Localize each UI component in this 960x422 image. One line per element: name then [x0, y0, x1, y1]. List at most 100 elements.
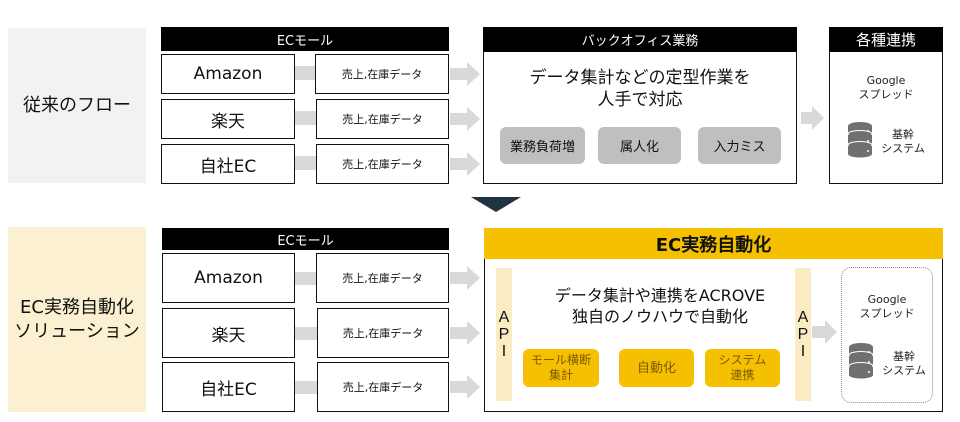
- sales-inventory-data-box: 売上,在庫データ: [316, 144, 449, 184]
- mall-name: 自社EC: [200, 379, 257, 400]
- mall-box-own-ec: 自社EC: [162, 362, 295, 412]
- issue-label: 属人化: [619, 140, 659, 155]
- feature-label-line: 自動化: [636, 360, 676, 376]
- mall-name: 自社EC: [199, 156, 257, 177]
- api-letter: I: [800, 343, 806, 360]
- issue-label: 入力ミス: [713, 140, 766, 155]
- api-letter: I: [501, 343, 507, 360]
- ec-automation-panel: EC実務自動化 A P I データ集計や連携をACROVE 独自のノウハウで自動…: [484, 228, 943, 412]
- database-icon: [847, 122, 873, 158]
- label-line: ソリューション: [14, 320, 140, 342]
- mall-name: 楽天: [211, 111, 245, 132]
- right-arrow-icon: [812, 320, 838, 344]
- sales-inventory-data-box: 売上,在庫データ: [316, 253, 449, 303]
- backoffice-panel: バックオフィス業務 データ集計などの定型作業を 人手で対応 業務負荷増 属人化 …: [483, 27, 797, 184]
- label-line: システム: [882, 364, 926, 377]
- ec-mall-header-text: ECモール: [277, 233, 334, 249]
- label-line: スプレッド: [859, 307, 915, 320]
- mall-name: Amazon: [194, 268, 263, 288]
- automation-description: データ集計や連携をACROVE 独自のノウハウで自動化: [515, 285, 805, 327]
- api-letter: P: [797, 326, 809, 343]
- mall-name: Amazon: [193, 64, 263, 84]
- api-letter: P: [498, 326, 510, 343]
- label-line: 基幹: [893, 350, 915, 363]
- connector-bar: [295, 111, 316, 125]
- sales-inventory-data-box: 売上,在庫データ: [317, 308, 449, 358]
- description-line: 独自のノウハウで自動化: [571, 307, 748, 326]
- issue-chip-input-error: 入力ミス: [698, 127, 781, 164]
- feature-chip-cross-mall-aggregation: モール横断 集計: [523, 349, 599, 387]
- connector-bar: [295, 66, 315, 80]
- issue-chip-dependency: 属人化: [598, 127, 681, 164]
- ec-mall-header-bottom: ECモール: [162, 228, 449, 250]
- right-arrow-icon: [450, 62, 480, 86]
- right-arrow-icon: [450, 152, 480, 176]
- label-line: Google: [866, 74, 906, 87]
- ec-automation-solution-label-panel: EC実務自動化 ソリューション: [8, 227, 146, 412]
- mall-box-rakuten: 楽天: [162, 308, 295, 358]
- database-icon: [848, 343, 874, 379]
- chevron-down-triangle-icon: [471, 197, 521, 212]
- feature-chip-automation: 自動化: [619, 349, 694, 387]
- integration-targets-box: Google スプレッド 基幹 システム: [841, 267, 933, 403]
- right-arrow-icon: [450, 107, 480, 131]
- right-arrow-icon: [450, 375, 480, 399]
- right-arrow-icon: [450, 321, 480, 345]
- api-bar-left: A P I: [496, 268, 512, 401]
- traditional-flow-label: 従来のフロー: [23, 94, 131, 116]
- connector-bar: [295, 381, 317, 394]
- integrations-panel: 各種連携 Google スプレッド 基幹 システム: [829, 27, 943, 184]
- sales-inventory-data-box: 売上,在庫データ: [316, 99, 449, 139]
- google-spreadsheet-label: Google スプレッド: [830, 74, 942, 102]
- core-system-label: 基幹 システム: [876, 128, 930, 156]
- api-bar-right: A P I: [795, 268, 811, 401]
- mall-box-own-ec: 自社EC: [161, 144, 295, 184]
- label-line: スプレッド: [858, 88, 914, 101]
- ec-automation-header: EC実務自動化: [484, 228, 943, 259]
- description-line: データ集計などの定型作業を: [529, 68, 751, 88]
- data-label: 売上,在庫データ: [342, 158, 423, 171]
- traditional-flow-label-panel: 従来のフロー: [8, 28, 146, 183]
- data-label: 売上,在庫データ: [342, 327, 424, 340]
- ec-automation-solution-label: EC実務自動化 ソリューション: [14, 296, 140, 344]
- api-letter: A: [498, 309, 510, 326]
- feature-label-line: 集計: [548, 368, 573, 382]
- connector-bar: [295, 156, 316, 170]
- data-label: 売上,在庫データ: [342, 272, 423, 285]
- sales-inventory-data-box: 売上,在庫データ: [317, 362, 449, 412]
- feature-label-line: モール横断: [530, 353, 591, 367]
- backoffice-description: データ集計などの定型作業を 人手で対応: [484, 67, 796, 111]
- integrations-header-text: 各種連携: [855, 31, 916, 49]
- sales-inventory-data-box: 売上,在庫データ: [315, 54, 449, 94]
- right-arrow-icon: [801, 106, 825, 130]
- mall-name: 楽天: [211, 325, 246, 346]
- feature-chip-system-integration: システム 連携: [705, 349, 780, 387]
- ec-mall-header-top: ECモール: [161, 27, 449, 51]
- issue-chip-workload: 業務負荷増: [500, 127, 585, 164]
- integrations-header: 各種連携: [829, 27, 943, 52]
- feature-label-line: 連携: [730, 368, 755, 382]
- google-spreadsheet-label: Google スプレッド: [842, 293, 932, 321]
- description-line: データ集計や連携をACROVE: [554, 286, 766, 305]
- api-letter: A: [797, 309, 809, 326]
- ec-mall-header-text: ECモール: [276, 33, 334, 49]
- mall-box-amazon: Amazon: [162, 253, 295, 303]
- core-system-label: 基幹 システム: [876, 350, 932, 378]
- issue-label: 業務負荷増: [509, 140, 575, 155]
- ec-automation-header-text: EC実務自動化: [655, 234, 772, 256]
- mall-box-amazon: Amazon: [161, 54, 295, 94]
- mall-box-rakuten: 楽天: [161, 99, 295, 139]
- backoffice-header: バックオフィス業務: [483, 27, 797, 52]
- label-line: EC実務自動化: [20, 296, 134, 318]
- data-label: 売上,在庫データ: [341, 68, 423, 81]
- right-arrow-icon: [450, 266, 480, 290]
- connector-bar: [295, 272, 316, 285]
- label-line: システム: [881, 142, 925, 155]
- data-label: 売上,在庫データ: [342, 113, 423, 126]
- backoffice-header-text: バックオフィス業務: [581, 34, 699, 49]
- label-line: Google: [867, 293, 907, 306]
- feature-label-line: システム: [718, 353, 767, 367]
- data-label: 売上,在庫データ: [342, 381, 424, 394]
- connector-bar: [295, 327, 317, 340]
- label-line: 基幹: [892, 128, 914, 141]
